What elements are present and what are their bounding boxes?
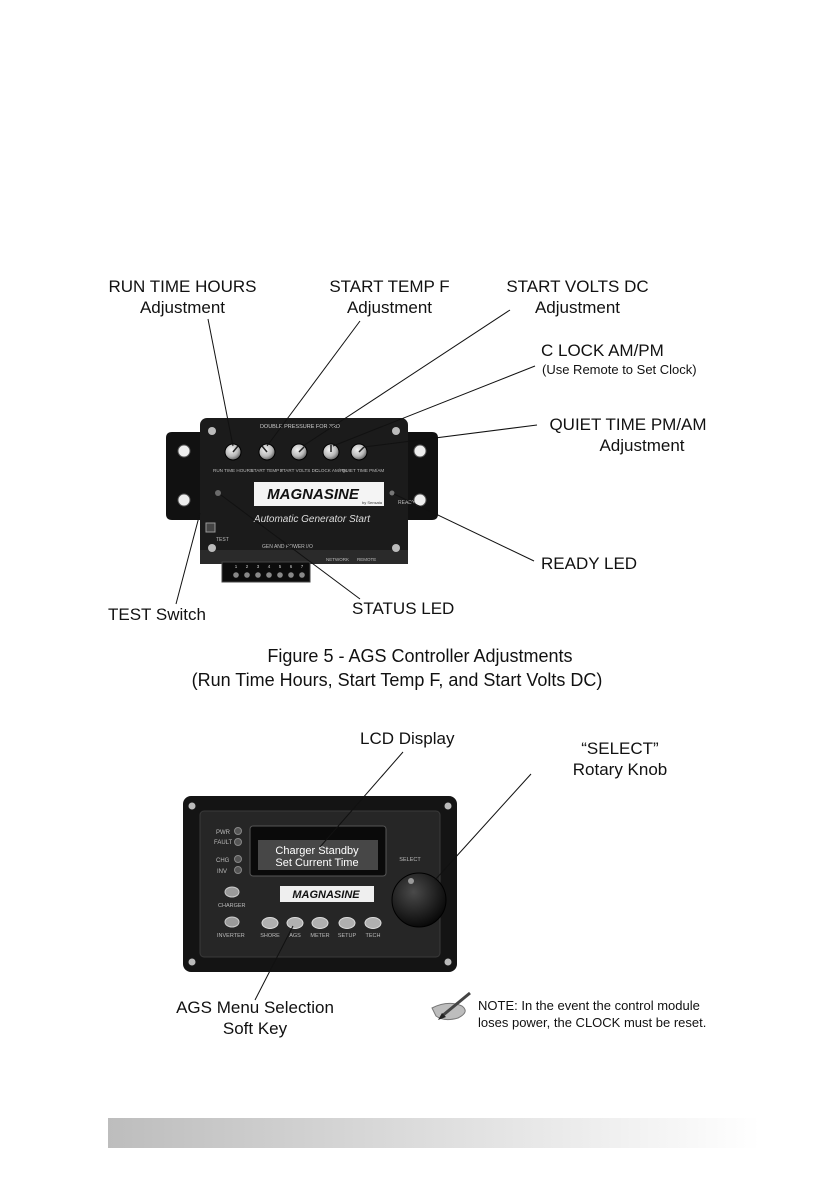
run-time-title: RUN TIME HOURS bbox=[108, 277, 257, 296]
meter-key[interactable] bbox=[311, 917, 329, 929]
select-callout-title: “SELECT” bbox=[581, 739, 659, 758]
knob-label-clock: CLOCK AM/PM bbox=[315, 468, 347, 473]
start-volts-sub: Adjustment bbox=[534, 298, 621, 317]
test-switch-callout: TEST Switch bbox=[108, 605, 206, 624]
quiet-time-callout: QUIET TIME PM/AM Adjustment bbox=[538, 414, 718, 456]
ready-text: READY bbox=[398, 500, 416, 506]
inverter-key[interactable] bbox=[224, 916, 240, 928]
ready-led-callout: READY LED bbox=[541, 554, 638, 573]
select-rotary-knob[interactable] bbox=[391, 872, 447, 928]
knob-label-start-temp: START TEMP F bbox=[251, 468, 284, 473]
start-temp-title: START TEMP F bbox=[329, 277, 450, 296]
page-footer-bar bbox=[108, 1118, 760, 1148]
ags-callout-title: AGS Menu Selection bbox=[176, 998, 334, 1017]
device-top-text: DOUBLE PRESSURE FOR 3RD bbox=[260, 424, 340, 430]
figure5-caption-line1: Figure 5 - AGS Controller Adjustments bbox=[267, 646, 573, 666]
charger-key[interactable] bbox=[224, 886, 240, 898]
mounting-flange-right bbox=[398, 432, 438, 520]
terminal-number: 5 bbox=[279, 564, 282, 569]
figure5-leader-lines bbox=[175, 309, 538, 605]
test-text: TEST bbox=[216, 537, 229, 543]
status-led bbox=[215, 490, 221, 496]
clock-sub: (Use Remote to Set Clock) bbox=[542, 362, 697, 377]
device-subtitle: Automatic Generator Start bbox=[253, 514, 371, 525]
start-volts-knob[interactable] bbox=[290, 443, 308, 461]
select-knob-callout: “SELECT” Rotary Knob bbox=[530, 738, 710, 780]
charger-label: CHARGER bbox=[218, 903, 246, 909]
start-temp-callout: START TEMP F Adjustment bbox=[317, 276, 462, 318]
fault-led bbox=[234, 838, 242, 846]
clock-title: C LOCK AM/PM bbox=[541, 341, 664, 360]
start-volts-callout: START VOLTS DC Adjustment bbox=[500, 276, 655, 318]
terminal-number: 4 bbox=[268, 564, 271, 569]
clock-knob[interactable] bbox=[322, 443, 340, 461]
select-callout-sub: Rotary Knob bbox=[572, 760, 668, 779]
terminal-number: 7 bbox=[301, 564, 304, 569]
device-brand-sub: by Sensata bbox=[362, 500, 383, 505]
meter-label: METER bbox=[310, 933, 329, 939]
remote-text: REMOTE bbox=[357, 557, 376, 562]
setup-key[interactable] bbox=[338, 917, 356, 929]
knob-label-run-time: RUN TIME HOURS bbox=[213, 468, 253, 473]
brand-plate bbox=[254, 482, 384, 506]
select-label: SELECT bbox=[399, 857, 421, 863]
knob-label-quiet-time: QUIET TIME PM/AM bbox=[342, 468, 385, 473]
status-led-callout: STATUS LED bbox=[352, 599, 455, 618]
remote-bezel bbox=[183, 796, 457, 972]
mounting-flange-left bbox=[166, 432, 206, 520]
remote-brand-plate bbox=[280, 886, 374, 902]
remote-brand: MAGNASINE bbox=[292, 889, 360, 901]
terminal-number: 6 bbox=[290, 564, 293, 569]
pencil-note-icon bbox=[431, 991, 471, 1021]
inv-label: INV bbox=[217, 869, 227, 875]
clock-reset-note: NOTE: In the event the control module lo… bbox=[478, 998, 707, 1030]
chg-led bbox=[234, 855, 242, 863]
device-brand: MAGNASINE bbox=[267, 486, 360, 503]
quiet-time-title: QUIET TIME PM/AM bbox=[549, 415, 707, 434]
lcd-line-1: Charger Standby bbox=[275, 845, 359, 857]
lcd-screen bbox=[258, 840, 378, 870]
knob-label-start-volts: START VOLTS DC bbox=[280, 468, 319, 473]
fault-label: FAULT bbox=[214, 840, 233, 846]
inverter-label: INVERTER bbox=[217, 933, 245, 939]
chg-label: CHG bbox=[216, 858, 230, 864]
tech-key[interactable] bbox=[364, 917, 382, 929]
terminal-number: 1 bbox=[235, 564, 238, 569]
remote-leader-lines bbox=[254, 751, 532, 1001]
start-temp-sub: Adjustment bbox=[346, 298, 433, 317]
terminal-block bbox=[221, 561, 311, 583]
shore-label: SHORE bbox=[260, 933, 280, 939]
inv-led bbox=[234, 866, 242, 874]
ags-callout-sub: Soft Key bbox=[222, 1019, 288, 1038]
tech-label: TECH bbox=[366, 933, 381, 939]
ags-key[interactable] bbox=[286, 917, 304, 929]
ags-label: AGS bbox=[289, 933, 301, 939]
quiet-time-knob[interactable] bbox=[350, 443, 368, 461]
lcd-line-2: Set Current Time bbox=[275, 857, 358, 869]
setup-label: SETUP bbox=[338, 933, 357, 939]
run-time-sub: Adjustment bbox=[139, 298, 226, 317]
network-text: NETWORK bbox=[326, 557, 349, 562]
lcd-frame bbox=[249, 825, 387, 877]
start-volts-title: START VOLTS DC bbox=[506, 277, 649, 296]
figure5-caption-line2: (Run Time Hours, Start Temp F, and Start… bbox=[191, 670, 603, 690]
terminal-number: 3 bbox=[257, 564, 260, 569]
shore-key[interactable] bbox=[261, 917, 279, 929]
run-time-callout: RUN TIME HOURS Adjustment bbox=[100, 276, 265, 318]
lcd-display-callout: LCD Display bbox=[360, 729, 455, 748]
pwr-label: PWR bbox=[216, 830, 231, 836]
controller-body bbox=[200, 418, 408, 558]
pwr-led bbox=[234, 827, 242, 835]
terminal-text: GEN AND POWER I/O bbox=[262, 544, 313, 550]
ready-led bbox=[389, 490, 395, 496]
clock-callout: C LOCK AM/PM (Use Remote to Set Clock) bbox=[541, 340, 697, 378]
start-temp-knob[interactable] bbox=[258, 443, 276, 461]
terminal-number: 2 bbox=[246, 564, 249, 569]
run-time-knob[interactable] bbox=[224, 443, 242, 461]
quiet-time-sub: Adjustment bbox=[599, 436, 685, 455]
test-switch[interactable] bbox=[205, 522, 216, 533]
ags-softkey-callout: AGS Menu Selection Soft Key bbox=[155, 997, 355, 1039]
